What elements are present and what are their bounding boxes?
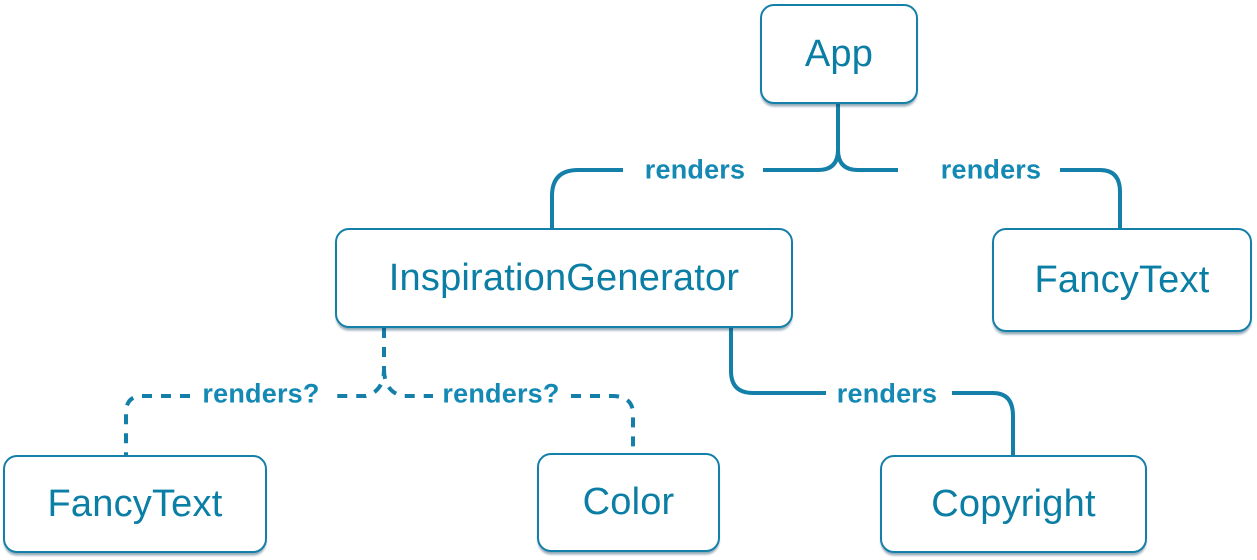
edge-app-inspirationgenerator-line-a [763, 104, 840, 172]
edge-label-inspirationgenerator-color: renders? [442, 378, 560, 409]
node-fancy-text-top-label: FancyText [1034, 258, 1210, 301]
node-copyright-label: Copyright [931, 482, 1096, 525]
node-fancy-text-top: FancyText [992, 228, 1252, 332]
edge-label-inspirationgenerator-copyright: renders [836, 378, 938, 409]
edge-inspirationgenerator-color-dashed-a [382, 368, 433, 398]
edge-inspirationgenerator-fancytext-dashed-a [332, 328, 386, 398]
node-fancy-text-bottom: FancyText [3, 455, 267, 553]
edge-inspirationgenerator-color-dashed-b [571, 394, 635, 453]
node-color: Color [537, 453, 720, 552]
node-copyright: Copyright [880, 455, 1147, 553]
edge-app-fancytext-line-a [836, 149, 898, 172]
edge-label-app-fancytext: renders [940, 154, 1042, 185]
edge-label-app-inspirationgenerator: renders [644, 154, 746, 185]
edge-inspirationgenerator-fancytext-dashed-b [124, 394, 190, 455]
edge-inspirationgenerator-copyright-line-a [729, 328, 826, 395]
node-app: App [760, 4, 918, 104]
node-fancy-text-bottom-label: FancyText [47, 482, 223, 525]
node-inspiration-generator-label: InspirationGenerator [388, 256, 740, 299]
node-app-label: App [804, 32, 874, 75]
edge-label-inspirationgenerator-fancytext: renders? [202, 378, 320, 409]
node-inspiration-generator: InspirationGenerator [335, 228, 793, 328]
node-color-label: Color [582, 481, 675, 523]
edge-app-fancytext-line-b [1060, 168, 1122, 228]
edge-app-inspirationgenerator-line-b [550, 168, 623, 228]
edge-inspirationgenerator-copyright-line-b [952, 391, 1015, 455]
